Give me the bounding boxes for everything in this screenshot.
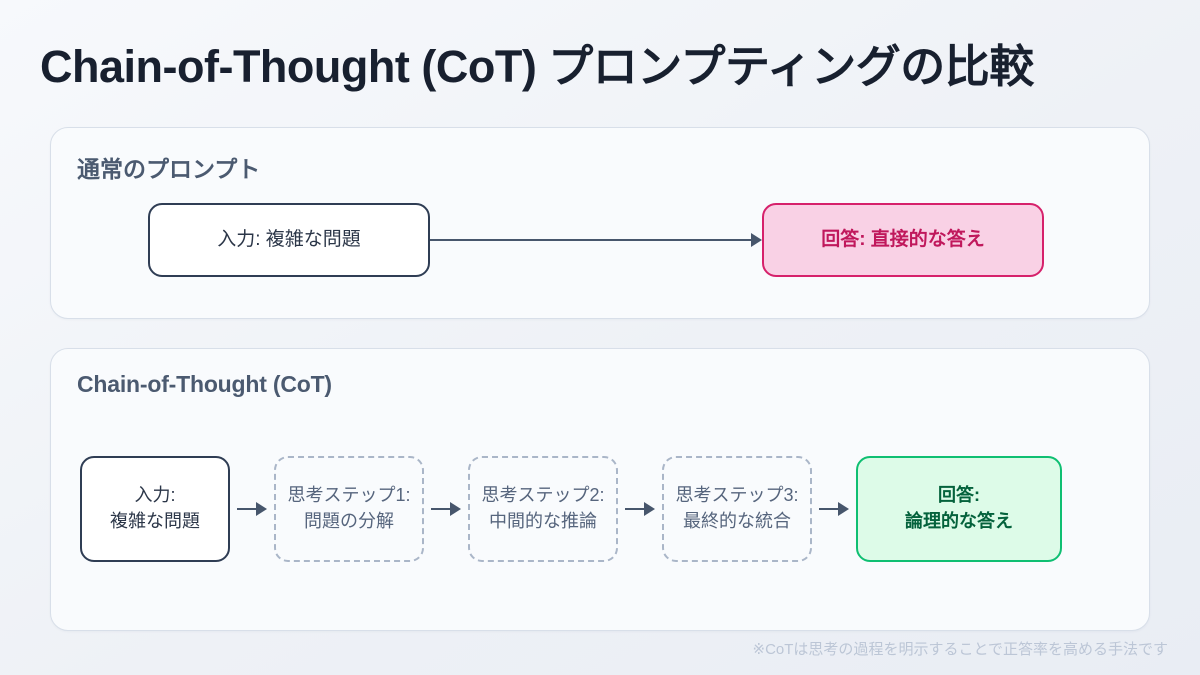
cot-step-node-2: 思考ステップ2: 中間的な推論 xyxy=(468,456,618,562)
cot-input-label-line2: 複雑な問題 xyxy=(110,511,200,531)
cot-step-1-label-line2: 問題の分解 xyxy=(304,511,394,531)
cot-answer-node: 回答: 論理的な答え xyxy=(856,456,1062,562)
standard-input-node: 入力: 複雑な問題 xyxy=(148,203,430,277)
page-title: Chain-of-Thought (CoT) プロンプティングの比較 xyxy=(40,41,1034,92)
cot-answer-label-line2: 論理的な答え xyxy=(905,511,1013,531)
cot-answer-label-line1: 回答: xyxy=(938,485,980,506)
cot-flow-arrow-icon-2 xyxy=(431,502,461,516)
cot-step-3-label-line1: 思考ステップ3: xyxy=(675,485,799,506)
cot-step-2-label-line2: 中間的な推論 xyxy=(489,511,597,531)
cot-input-label-line1: 入力: xyxy=(134,485,176,506)
standard-prompt-flow: 入力: 複雑な問題 回答: 直接的な答え xyxy=(148,203,1044,277)
standard-input-label: 入力: 複雑な問題 xyxy=(217,228,361,250)
cot-flow-arrow-icon-1 xyxy=(237,502,267,516)
cot-step-1-label-line1: 思考ステップ1: xyxy=(287,485,411,506)
standard-flow-arrow-icon xyxy=(430,233,762,247)
cot-input-node: 入力: 複雑な問題 xyxy=(80,456,230,562)
standard-answer-label: 回答: 直接的な答え xyxy=(821,228,985,250)
footnote: ※CoTは思考の過程を明示することで正答率を高める手法です xyxy=(752,641,1168,658)
cot-step-2-label-line1: 思考ステップ2: xyxy=(481,485,605,506)
cot-heading: Chain-of-Thought (CoT) xyxy=(77,371,332,397)
cot-flow-arrow-icon-4 xyxy=(819,502,849,516)
cot-flow: 入力: 複雑な問題 思考ステップ1: 問題の分解 思考ステップ2: 中間的な推論… xyxy=(80,456,1062,562)
cot-step-node-3: 思考ステップ3: 最終的な統合 xyxy=(662,456,812,562)
cot-flow-arrow-icon-3 xyxy=(625,502,655,516)
cot-step-3-label-line2: 最終的な統合 xyxy=(683,511,791,531)
standard-answer-node: 回答: 直接的な答え xyxy=(762,203,1044,277)
cot-step-node-1: 思考ステップ1: 問題の分解 xyxy=(274,456,424,562)
standard-prompt-heading: 通常のプロンプト xyxy=(77,156,261,182)
